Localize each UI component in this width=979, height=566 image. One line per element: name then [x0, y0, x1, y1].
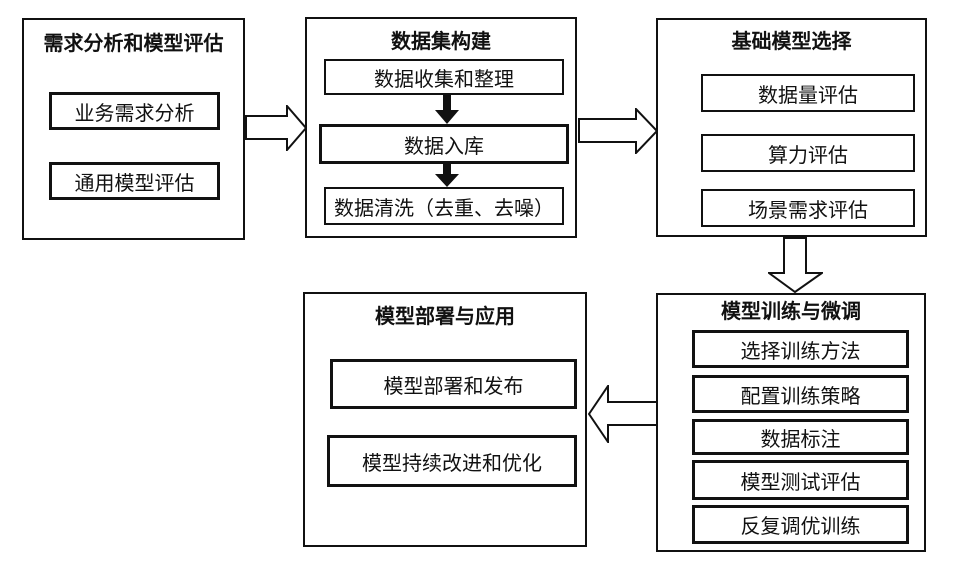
step-node: 模型持续改进和优化: [327, 435, 577, 487]
stage-title: 基础模型选择: [731, 31, 852, 53]
arrow-right-icon: [245, 105, 307, 151]
stage-box-training: 模型训练与微调 选择训练方法 配置训练策略 数据标注 模型测试评估 反复调优训练: [656, 293, 926, 552]
stage-title: 模型部署与应用: [375, 306, 515, 328]
stage-title: 数据集构建: [391, 31, 491, 53]
step-node: 选择训练方法: [692, 330, 909, 368]
step-node: 配置训练策略: [692, 375, 909, 413]
arrow-down-solid-icon: [435, 164, 459, 187]
step-node: 模型测试评估: [692, 460, 909, 500]
stage-box-dataset: 数据集构建 数据收集和整理 数据入库 数据清洗（去重、去噪）: [305, 17, 577, 238]
stage-box-base-model: 基础模型选择 数据量评估 算力评估 场景需求评估: [656, 18, 927, 237]
arrow-left-icon: [588, 385, 658, 443]
arrow-right-icon: [578, 108, 658, 154]
stage-box-deployment: 模型部署与应用 模型部署和发布 模型持续改进和优化: [303, 292, 587, 547]
stage-title: 模型训练与微调: [721, 301, 861, 323]
step-node: 算力评估: [701, 134, 915, 172]
step-node: 数据标注: [692, 419, 909, 455]
arrow-down-solid-icon: [435, 95, 459, 124]
stage-title: 需求分析和模型评估: [43, 33, 224, 55]
step-node: 业务需求分析: [49, 92, 220, 130]
step-node: 数据清洗（去重、去噪）: [324, 187, 564, 225]
step-node: 数据入库: [319, 124, 569, 164]
step-node: 数据收集和整理: [324, 59, 564, 95]
step-node: 场景需求评估: [701, 189, 915, 227]
step-node: 通用模型评估: [49, 162, 220, 200]
stage-box-requirements: 需求分析和模型评估 业务需求分析 通用模型评估: [22, 18, 245, 240]
step-node: 数据量评估: [701, 74, 915, 112]
step-node: 反复调优训练: [692, 505, 909, 544]
step-node: 模型部署和发布: [330, 359, 577, 409]
arrow-down-icon: [768, 237, 823, 293]
